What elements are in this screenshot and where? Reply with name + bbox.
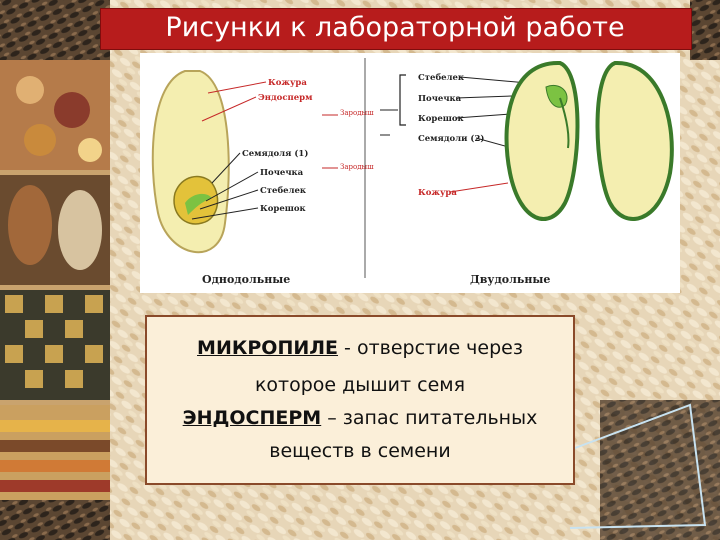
monocot-seed — [151, 70, 230, 254]
di-label-3: Семядоли (2) — [418, 133, 484, 144]
title-banner — [100, 8, 692, 50]
slide-title: Рисунки к лабораторной работе — [165, 12, 625, 43]
mono-label-2: Семядоля (1) — [242, 148, 308, 159]
mono-label-3: Почечка — [260, 168, 304, 178]
def-endosperm-a: – запас питательных — [321, 407, 538, 429]
mono-caption: Однодольные — [202, 273, 290, 286]
di-label-2: Корешок — [418, 114, 465, 124]
def-micropyle-a: - отверстие через — [338, 337, 523, 359]
def-micropyle-b: которое дышит семя — [254, 374, 466, 396]
mono-label-5: Корешок — [260, 204, 307, 214]
mono-label-4: Стебелек — [260, 185, 307, 196]
center-label-bottom: Зародыш — [340, 163, 374, 171]
di-label-4: Кожура — [418, 188, 457, 198]
di-caption: Двудольные — [470, 273, 550, 286]
definition-box: МИКРОПИЛЕ - отверстие через которое дыши… — [145, 315, 575, 485]
term-endosperm: ЭНДОСПЕРМ — [182, 407, 322, 429]
mono-label-0: Кожура — [268, 78, 307, 88]
def-endosperm-b: веществ в семени — [269, 440, 451, 462]
center-label-top: Зародыш — [340, 109, 374, 117]
term-micropyle: МИКРОПИЛЕ — [197, 337, 339, 359]
note-line-3: ЭНДОСПЕРМ – запас питательных — [147, 407, 573, 429]
di-label-1: Почечка — [418, 94, 462, 104]
dicot-cotyledon-left — [504, 60, 580, 221]
dicot-cotyledon-right — [595, 60, 674, 221]
note-line-1: МИКРОПИЛЕ - отверстие через — [147, 337, 573, 359]
seed-diagram: Кожура Эндосперм Семядоля (1) Почечка Ст… — [140, 53, 680, 293]
monocot-embryo-green — [185, 193, 212, 215]
diagram-panel — [140, 53, 680, 293]
di-label-0: Стебелек — [418, 72, 465, 83]
mono-label-1: Эндосперм — [258, 93, 313, 103]
